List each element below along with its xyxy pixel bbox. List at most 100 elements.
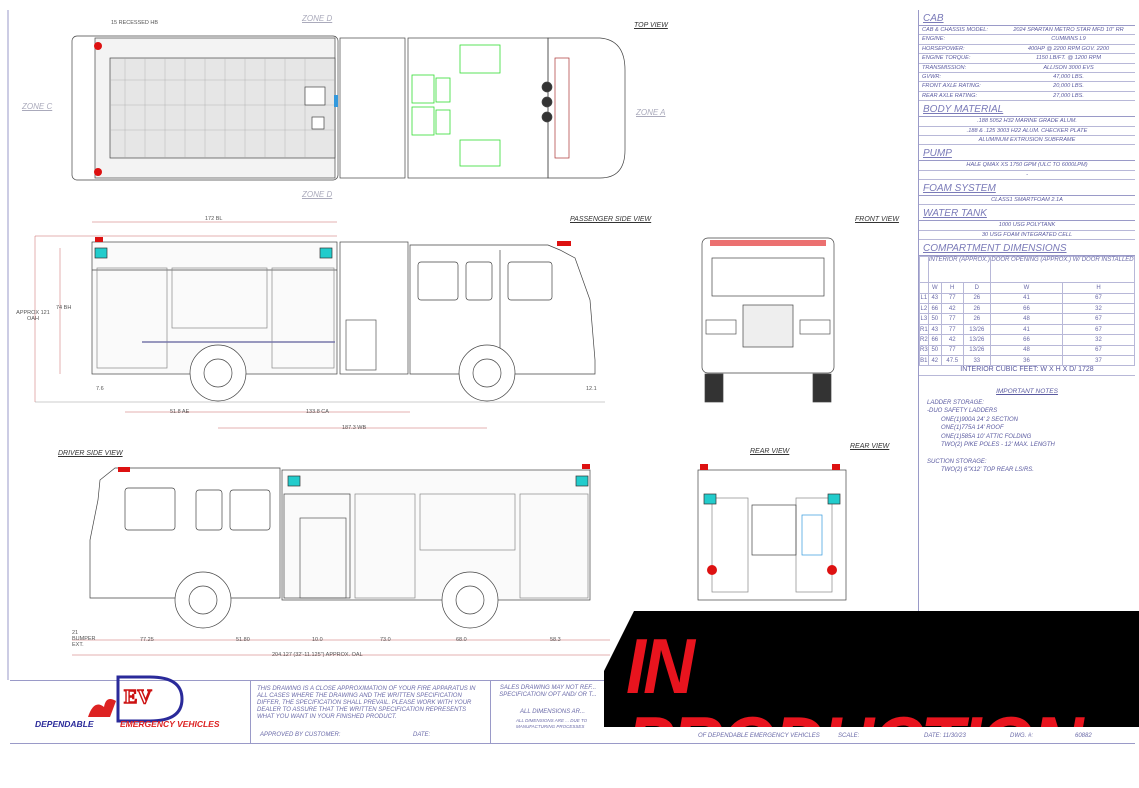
note-line: ONE(1)900A 24' 2 SECTION bbox=[941, 416, 1018, 423]
approved-date-label: DATE: bbox=[413, 732, 431, 738]
column-header: W bbox=[990, 282, 1063, 294]
door-header: DOOR OPENING (APPROX.) W/ DOOR INSTALLED bbox=[990, 256, 1135, 284]
spec-key: HORSEPOWER: bbox=[922, 45, 965, 52]
cell: 42 bbox=[940, 303, 964, 315]
cell: L3 bbox=[919, 313, 929, 325]
rear-view bbox=[697, 464, 847, 601]
cell: 43 bbox=[927, 292, 942, 305]
dims-note-2: ALL DIMENSIONS ARE ... DUE TO MANUFACTUR… bbox=[516, 718, 588, 729]
cell: 66 bbox=[990, 334, 1063, 346]
oah-dim: APPROX 121 OAH bbox=[16, 310, 50, 322]
spec-key: TRANSMISSION: bbox=[922, 64, 967, 71]
cell: 26 bbox=[962, 313, 992, 325]
cell: 32 bbox=[1061, 334, 1136, 346]
cab-spec-row: CAB & CHASSIS MODEL:2024 SPARTAN METRO S… bbox=[919, 26, 1135, 36]
cab-spec-row: TRANSMISSION: ALLISON 3000 EVS bbox=[919, 64, 1135, 73]
cell: 42 bbox=[927, 354, 942, 367]
spec-value: 20,000 LBS. bbox=[1053, 83, 1084, 90]
cell: 26 bbox=[962, 292, 992, 305]
dims-note: ALL DIMENSIONS AR... bbox=[520, 709, 586, 715]
cell: 36 bbox=[990, 354, 1063, 367]
spec-value: 2024 SPARTAN METRO STAR MFD 10" RR bbox=[1013, 27, 1124, 33]
spec-value: 47,000 LBS. bbox=[1053, 73, 1084, 80]
passenger-side-view-label: PASSENGER SIDE VIEW bbox=[570, 216, 652, 223]
rear-view-label-2: REAR VIEW bbox=[850, 443, 890, 450]
cab-spec-row: HORSEPOWER:400HP @ 2200 RPM GOV. 2200 bbox=[919, 45, 1135, 55]
cell: 42 bbox=[940, 334, 964, 346]
spec-value: ALLISON 3000 EVS bbox=[1043, 64, 1094, 71]
zone-a-label: ZONE A bbox=[636, 108, 666, 117]
ca-dim: 133.8 CA bbox=[306, 409, 329, 415]
driver-side-view-label: DRIVER SIDE VIEW bbox=[58, 450, 123, 457]
dim-4: 73.0 bbox=[380, 637, 391, 643]
cell: 67 bbox=[1061, 344, 1136, 357]
cell: 67 bbox=[1061, 313, 1136, 325]
oal-dim: 204.127 (32'-11.125") APPROX. OAL bbox=[272, 652, 363, 658]
pump-line: HALE QMAX XS 1750 GPM (ULC TO 6000LPM) bbox=[919, 161, 1135, 171]
front-view-label: FRONT VIEW bbox=[855, 216, 899, 223]
cab-spec-row: ENGINE TORQUE:1150 LB/FT. @ 1200 RPM bbox=[919, 54, 1135, 64]
scale-label: SCALE: bbox=[838, 733, 860, 739]
top-view-label: TOP VIEW bbox=[634, 22, 668, 29]
dim-3: 10.0 bbox=[312, 637, 323, 643]
foam-heading: FOAM SYSTEM bbox=[919, 180, 1135, 197]
compartments-heading: COMPARTMENT DIMENSIONS bbox=[919, 240, 1135, 257]
property-note: OF DEPENDABLE EMERGENCY VEHICLES bbox=[698, 733, 820, 739]
cell: 43 bbox=[927, 323, 942, 336]
spec-key: ENGINE TORQUE: bbox=[922, 55, 971, 62]
cab-heading: CAB bbox=[919, 10, 1135, 26]
company-name-2: EMERGENCY VEHICLES bbox=[120, 719, 220, 729]
pump-heading: PUMP bbox=[919, 145, 1135, 162]
pump-line: - bbox=[919, 171, 1135, 181]
bl-dim: 172 BL bbox=[205, 216, 223, 222]
sales-note: SALES DRAWING MAY NOT REF... SPECIFICATI… bbox=[499, 685, 597, 698]
note-line: TWO(2) PIKE POLES - 12' MAX. LENGTH bbox=[941, 442, 1055, 449]
front-angle-dim: 12.1 bbox=[586, 386, 597, 392]
driver-side-view bbox=[72, 464, 610, 656]
dwg-label: DWG. #: bbox=[1010, 733, 1034, 739]
interior-header: INTERIOR (APPROX.) bbox=[927, 256, 992, 284]
drawing-date: DATE: 11/30/23 bbox=[924, 733, 966, 739]
cell: 13/26 bbox=[962, 344, 992, 357]
top-view bbox=[71, 35, 626, 181]
water-line: 30 USG FOAM INTEGRATED CELL bbox=[919, 231, 1135, 241]
cell: 13/26 bbox=[962, 334, 992, 346]
cab-spec-row: FRONT AXLE RATING: 20,000 LBS. bbox=[919, 82, 1135, 92]
cell: R3 bbox=[919, 344, 929, 357]
body-line: .188 5052 H32 MARINE GRADE ALUM. bbox=[919, 117, 1135, 127]
dim-2: 51.80 bbox=[236, 637, 250, 643]
disclaimer: THIS DRAWING IS A CLOSE APPROXIMATION OF… bbox=[257, 686, 476, 720]
in-production-banner: IN PRODUCTION bbox=[604, 611, 1139, 727]
cell: 66 bbox=[927, 303, 942, 315]
cell: 67 bbox=[1061, 292, 1136, 305]
spec-sheet: CAB CAB & CHASSIS MODEL:2024 SPARTAN MET… bbox=[918, 10, 1136, 680]
spec-key: FRONT AXLE RATING: bbox=[922, 83, 981, 90]
column-header: D bbox=[962, 282, 992, 294]
zone-b-label: ZONE D bbox=[302, 14, 333, 23]
note-line: TWO(2) 6"X12' TOP REAR LS/RS. bbox=[941, 467, 1034, 474]
svg-text:EV: EV bbox=[124, 686, 152, 708]
title-block: EV DEPENDABLE EMERGENCY VEHICLES THIS DR… bbox=[10, 675, 1135, 744]
passenger-side-view bbox=[34, 221, 605, 429]
cell: 50 bbox=[927, 313, 942, 325]
dev-logo: EV bbox=[88, 675, 184, 723]
bh-dim: 74 BH bbox=[56, 305, 72, 311]
cell: 26 bbox=[962, 303, 992, 315]
cab-spec-row: GVWR:47,000 LBS. bbox=[919, 73, 1135, 83]
cell: 77 bbox=[940, 292, 964, 305]
note-line: ONE(1)775A 14' ROOF bbox=[941, 425, 1004, 432]
rear-angle-dim: 7.6 bbox=[96, 386, 104, 392]
zone-d-label: ZONE D bbox=[302, 190, 333, 199]
column-header: H bbox=[940, 282, 964, 294]
spec-key: REAR AXLE RATING: bbox=[922, 92, 978, 99]
cell: 77 bbox=[940, 323, 964, 336]
foam-line: CLASS1 SMARTFOAM 2.1A bbox=[919, 196, 1135, 206]
body-heading: BODY MATERIAL bbox=[919, 101, 1135, 118]
body-line: .188 & .125 3003 H22 ALUM. CHECKER PLATE bbox=[919, 127, 1135, 136]
